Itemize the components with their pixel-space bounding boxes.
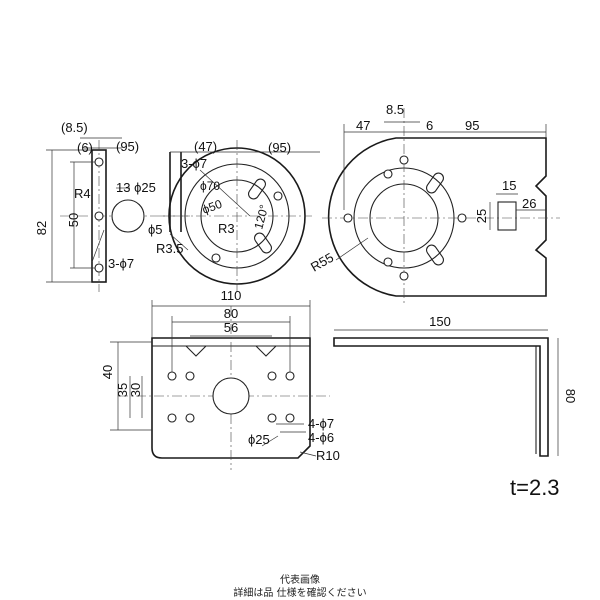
r10-label: R10 — [316, 448, 340, 463]
front-hole — [267, 371, 277, 381]
phi25-label: 13 ϕ25 — [116, 180, 156, 195]
small-hole — [94, 263, 104, 273]
large-plate-view — [322, 108, 560, 306]
front-hole — [285, 413, 295, 423]
r4-label: R4 — [74, 186, 91, 201]
dim-30: 30 — [128, 383, 143, 397]
flange-hole — [211, 253, 221, 263]
l-profile-outline — [333, 337, 549, 457]
center-hole — [111, 199, 145, 233]
caption-representative-image: 代表画像 — [280, 575, 320, 586]
plate-hole — [383, 169, 393, 179]
front-hole — [185, 371, 195, 381]
l-profile-view — [333, 329, 559, 457]
plate-hole — [399, 271, 409, 281]
dim-26: 26 — [522, 196, 536, 211]
large-plate-outline — [327, 137, 547, 297]
dim-110: 110 — [221, 288, 242, 303]
front-hole — [285, 371, 295, 381]
four-phi7-label: 4-ϕ7 — [308, 416, 334, 431]
dim-50: 50 — [66, 213, 81, 227]
dim-80-a: 80 — [224, 306, 238, 321]
thickness-label: t=2.3 — [510, 475, 560, 500]
flange-hole — [273, 191, 283, 201]
flange-view — [160, 140, 320, 292]
dim-82: 82 — [34, 221, 49, 235]
plate-hole — [343, 213, 353, 223]
r3-5-label: R3.5 — [156, 241, 183, 256]
dim-56: 56 — [224, 320, 238, 335]
front-plate-outline — [151, 337, 311, 459]
plate-hole — [457, 213, 467, 223]
front-plate-view — [110, 300, 330, 470]
phi25-b-label: ϕ25 — [248, 432, 270, 447]
center-hole — [212, 377, 250, 415]
dim-8-5-a: (8.5) — [61, 120, 88, 135]
side-plate-view — [46, 137, 190, 292]
phi50-label: ϕ50 — [200, 197, 224, 217]
dim-47: (47) — [194, 139, 217, 154]
dim-15: 15 — [502, 178, 516, 193]
small-hole — [94, 157, 104, 167]
front-hole — [185, 413, 195, 423]
r3-label: R3 — [218, 221, 235, 236]
dim-35: 35 — [115, 383, 130, 397]
phi70-label: ϕ70 — [200, 179, 220, 193]
caption-details-note: 詳細は品 仕様を確認ください — [233, 588, 367, 599]
dim-95-a: (95) — [116, 139, 139, 154]
angle-120: 120° — [251, 203, 271, 231]
front-hole — [167, 371, 177, 381]
dim-8-5-b: 8.5 — [386, 102, 404, 117]
three-phi7-top: 3-ϕ7 — [181, 156, 207, 171]
front-hole — [267, 413, 277, 423]
slot — [497, 201, 517, 231]
plate-hole — [399, 155, 409, 165]
dim-95-c: 95 — [465, 118, 479, 133]
r55-label: R55 — [308, 250, 336, 275]
dim-25: 25 — [474, 209, 489, 223]
phi5-label: ϕ5 — [148, 222, 163, 237]
dim-40: 40 — [100, 365, 115, 379]
plate-hole — [383, 257, 393, 267]
dim-47-b: 47 — [356, 118, 370, 133]
dim-95-b: (95) — [268, 140, 291, 155]
dim-6-a: (6) — [77, 140, 93, 155]
dim-80-b: 80 — [563, 389, 578, 403]
small-hole — [94, 211, 104, 221]
dim-6-b: 6 — [426, 118, 433, 133]
three-phi7-bottom: 3-ϕ7 — [108, 256, 134, 271]
dim-150: 150 — [429, 314, 451, 329]
front-hole — [167, 413, 177, 423]
four-phi6-label: 4-ϕ6 — [308, 430, 334, 445]
